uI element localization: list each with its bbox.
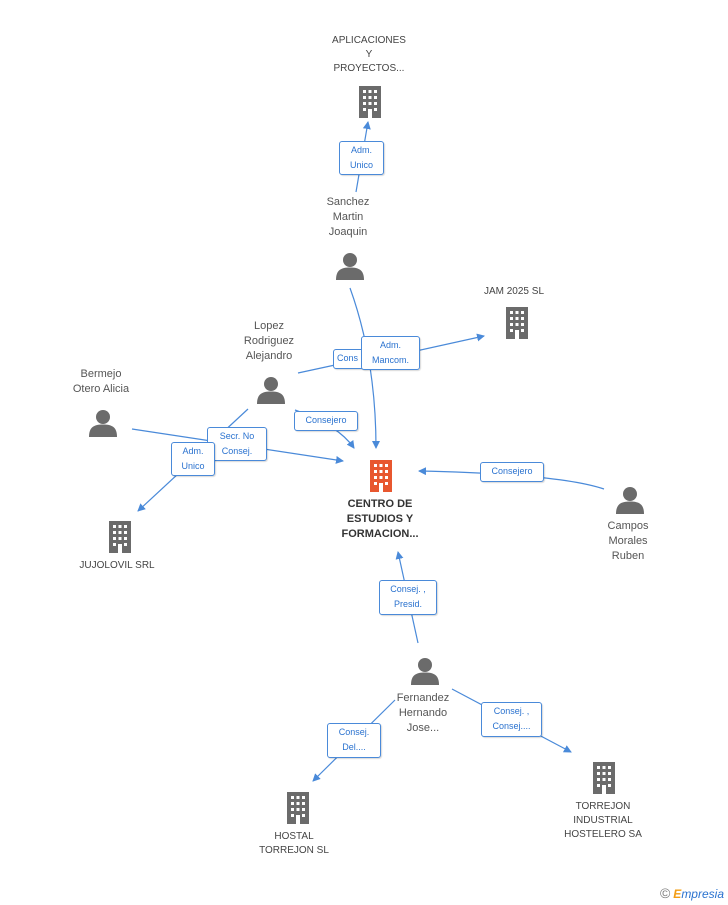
person-icon-lopez[interactable] [257,377,285,404]
building-icon-centro[interactable] [370,460,392,492]
label-line: Sanchez [326,196,370,208]
label-line: Ruben [611,550,645,562]
label-line: Hernando [398,707,448,719]
label-line: TORREJON [575,801,631,812]
brand-initial: E [673,887,682,901]
edge-label-consejero-hidden[interactable]: Cons [333,349,369,369]
edge-label-line: Consej. , [493,706,530,716]
label-line: Martin [332,211,364,223]
label-line: PROYECTOS... [333,63,405,74]
edge-label-line: Consej. [221,446,253,456]
edge-label-adm-unico-top[interactable]: Adm. Unico [339,141,384,175]
brand-name: mpresia [681,887,724,901]
edge-label-line: Adm. [379,340,401,350]
label-line: APLICACIONES [332,35,406,46]
edge-label-line: Presid. [393,599,422,609]
label-line: JAM 2025 SL [483,286,545,297]
edge-label-line: Cons [337,353,359,363]
building-icon-torrejon[interactable] [593,762,615,794]
label-line: HOSTAL [274,831,314,842]
label-line: Campos [607,520,649,532]
building-icon-jam[interactable] [506,307,528,339]
label-line: JUJOLOVIL SRL [79,560,155,571]
node-label-campos[interactable]: Campos Morales Ruben [588,519,668,564]
label-line: Rodriguez [243,335,295,347]
edge-label-line: Secr. No [219,431,255,441]
building-icon-jujolovil[interactable] [109,521,131,553]
edge-label-line: Consejero [491,466,533,476]
edge-label-line: Consej.... [492,721,531,731]
node-label-lopez[interactable]: Lopez Rodriguez Alejandro [219,319,319,364]
node-label-aplicaciones[interactable]: APLICACIONES Y PROYECTOS... [309,34,429,76]
person-icon-sanchez[interactable] [336,253,364,280]
node-label-centro[interactable]: CENTRO DE ESTUDIOS Y FORMACION... [320,497,440,542]
label-line: Fernandez [396,692,450,704]
node-label-jujolovil[interactable]: JUJOLOVIL SRL [67,559,167,573]
edge-label-line: Unico [181,461,205,471]
node-label-hostal[interactable]: HOSTAL TORREJON SL [244,830,344,858]
person-icon-bermejo[interactable] [89,410,117,437]
edge-label-consej-consej[interactable]: Consej. , Consej.... [481,702,542,737]
edge-label-secr-no-consej[interactable]: Secr. No Consej. [207,427,267,461]
label-line: Alejandro [245,350,293,362]
label-line: Bermejo [80,368,122,380]
person-icon-campos[interactable] [616,487,644,514]
edge-label-line: Del.... [342,742,366,752]
node-label-torrejon[interactable]: TORREJON INDUSTRIAL HOSTELERO SA [548,800,658,842]
label-line: Jose... [406,722,440,734]
edge-label-line: Adm. [350,145,372,155]
edge-label-adm-unico-left[interactable]: Adm. Unico [171,442,215,476]
node-label-bermejo[interactable]: Bermejo Otero Alicia [51,367,151,397]
building-icon-hostal[interactable] [287,792,309,824]
edge-label-line: Mancom. [371,355,409,365]
label-line: Lopez [254,320,284,332]
edge-label-line: Consej. [338,727,370,737]
label-line: TORREJON SL [259,845,329,856]
label-line: Morales [608,535,648,547]
node-label-fernandez[interactable]: Fernandez Hernando Jose... [373,691,473,736]
edge-label-adm-mancom[interactable]: Adm. Mancom. [361,336,420,370]
edge-label-consej-del[interactable]: Consej. Del.... [327,723,381,758]
person-icon-fernandez[interactable] [411,658,439,685]
label-line: Joaquin [328,226,368,238]
edge-label-line: Unico [349,160,373,170]
node-label-sanchez[interactable]: Sanchez Martin Joaquin [298,195,398,240]
building-icon-aplicaciones[interactable] [359,86,381,118]
label-line: CENTRO DE [347,498,413,510]
label-line: INDUSTRIAL [573,815,633,826]
empresia-logo[interactable]: ©Empresia [660,885,724,901]
edge-label-consejero-campos[interactable]: Consejero [480,462,544,482]
edge-label-line: Adm. [182,446,204,456]
label-line: Y [365,49,373,60]
edge-label-line: Consej. , [390,584,426,594]
label-line: FORMACION... [341,528,419,540]
label-line: Otero Alicia [72,383,130,395]
edge-label-line: Consejero [305,415,347,425]
copyright-icon: © [659,885,671,901]
edge-label-consej-presid[interactable]: Consej. , Presid. [379,580,437,615]
label-line: HOSTELERO SA [564,829,642,840]
edge-label-consejero-lopez[interactable]: Consejero [294,411,358,431]
node-label-jam[interactable]: JAM 2025 SL [464,285,564,299]
label-line: ESTUDIOS Y [346,513,414,525]
